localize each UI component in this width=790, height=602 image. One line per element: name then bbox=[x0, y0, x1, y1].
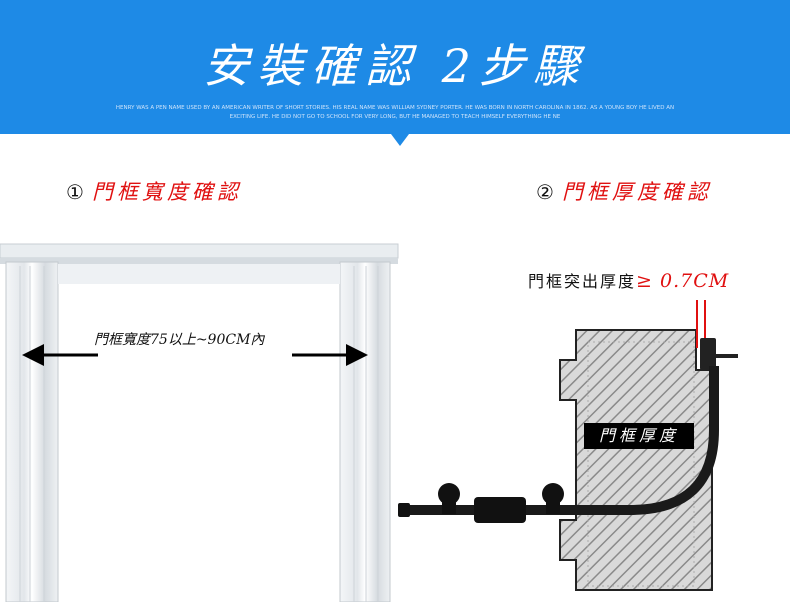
thickness-label-text: 門框突出厚度 bbox=[528, 272, 637, 291]
thickness-value: ≥ 0.7CM bbox=[636, 270, 730, 292]
width-arrow bbox=[22, 344, 368, 366]
step2-heading: ② 門框厚度確認 bbox=[536, 176, 712, 206]
header-subtitle: HENRY WAS A PEN NAME USED BY AN AMERICAN… bbox=[115, 105, 675, 120]
door-width-label: 門框寬度75以上~90CM內 bbox=[94, 332, 265, 348]
wall-cross-section bbox=[559, 329, 713, 591]
header-notch bbox=[391, 134, 409, 146]
header-banner: 安裝確認 2步驟 HENRY WAS A PEN NAME USED BY AN… bbox=[0, 0, 790, 134]
pullup-bar-image bbox=[398, 338, 738, 523]
step1-number: ① bbox=[66, 180, 84, 204]
door-frame-image bbox=[0, 243, 399, 602]
step2-title: 門框厚度確認 bbox=[561, 180, 712, 204]
step2-number: ② bbox=[536, 180, 554, 204]
page-title: 安裝確認 2步驟 bbox=[203, 39, 587, 93]
thickness-tag: 門框厚度 bbox=[584, 423, 694, 449]
thickness-label: 門框突出厚度≥ 0.7CM bbox=[528, 268, 729, 292]
step1-title: 門框寬度確認 bbox=[91, 180, 242, 204]
step1-heading: ① 門框寬度確認 bbox=[66, 176, 242, 206]
